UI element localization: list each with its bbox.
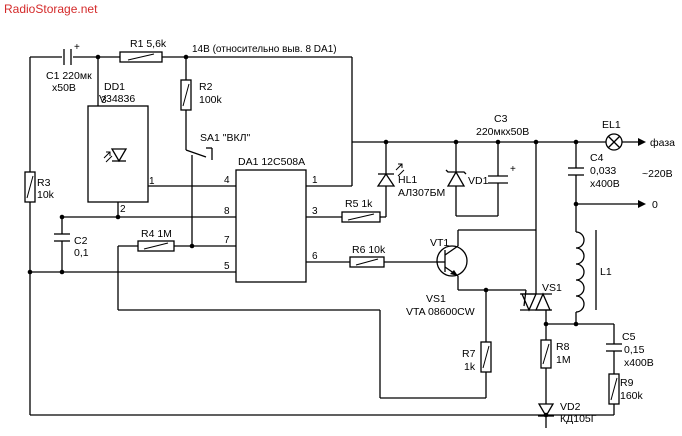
resistor-r8	[540, 321, 614, 404]
resistor-r7	[480, 290, 492, 398]
c4-value2: х400В	[590, 178, 620, 190]
dd1-pin1: 1	[149, 176, 155, 187]
da1-pin8: 8	[224, 206, 230, 217]
el1-label: EL1	[602, 119, 621, 131]
da1-right-wiring	[306, 141, 576, 263]
dd1-pin3: 3	[101, 95, 107, 106]
r7-value: 1k	[464, 361, 476, 373]
capacitor-c3	[488, 139, 508, 216]
r8-label: R8	[556, 341, 570, 353]
l1-label: L1	[600, 266, 612, 278]
triac-vs1	[520, 139, 552, 340]
r9-value: 160k	[620, 390, 644, 402]
vd2-type: КД105Г	[560, 413, 597, 425]
r5-label: R5 1k	[345, 198, 373, 210]
da1-pin4: 4	[224, 175, 230, 186]
ic-dd1	[87, 105, 149, 203]
c1-label: C1 220мк	[46, 70, 92, 82]
r3-label: R3	[37, 177, 51, 189]
dd1-type: V34836	[99, 93, 135, 105]
dd1-label: DD1	[104, 81, 125, 93]
r9-label: R9	[620, 377, 634, 389]
c2-label: C2	[74, 235, 88, 247]
dd1-wiring	[59, 54, 236, 234]
resistor-r4	[117, 240, 486, 399]
lamp-el1	[576, 133, 646, 151]
c4-value1: 0,033	[590, 165, 616, 177]
mains-voltage: ~220В	[642, 168, 673, 180]
diode-vd2	[537, 403, 555, 428]
da1-pin5: 5	[224, 261, 230, 272]
watermark: RadioStorage.net	[4, 2, 98, 16]
r4-label: R4 1M	[141, 228, 172, 240]
top-supply-rail	[29, 54, 546, 416]
resistor-r5	[341, 211, 381, 223]
r7-label: R7	[462, 348, 476, 360]
resistor-r6	[349, 256, 385, 268]
c5-label: C5	[622, 331, 636, 343]
r6-label: R6 10k	[352, 244, 386, 256]
da1-pin3: 3	[312, 206, 318, 217]
c3-label: C3	[494, 113, 508, 125]
c3-polarity: +	[510, 164, 516, 175]
mains-neutral: 0	[652, 199, 658, 211]
c3-value: 220мкх50В	[476, 126, 529, 138]
resistor-r1	[119, 51, 163, 63]
mains-phase: фаза	[650, 137, 675, 149]
r3-value: 10k	[37, 189, 55, 201]
r2-value: 100k	[199, 94, 223, 106]
da1-pin7: 7	[224, 235, 230, 246]
switch-sa1	[185, 128, 213, 246]
c4-label: C4	[590, 152, 604, 164]
c5-value2: х400В	[624, 357, 654, 369]
c5-value1: 0,15	[624, 344, 645, 356]
ic-da1	[235, 169, 307, 283]
led-hl1	[376, 139, 405, 187]
vt1-label: VT1	[430, 237, 449, 249]
r8-value: 1M	[556, 354, 571, 366]
sa1-label: SA1 "ВКЛ"	[200, 132, 251, 144]
resistor-r9	[546, 373, 620, 416]
vd1-label: VD1	[468, 175, 489, 187]
supply-note: 14В (относительно выв. 8 DA1)	[192, 44, 337, 55]
c1-value: х50В	[52, 82, 76, 94]
zener-vd1	[445, 139, 498, 217]
da1-pin6: 6	[312, 251, 318, 262]
da1-label: DA1 12C508A	[238, 156, 305, 168]
inductor-l1	[573, 204, 597, 327]
capacitor-c2	[27, 233, 236, 275]
capacitor-c1	[63, 49, 72, 65]
dd1-pin2: 2	[120, 204, 126, 215]
da1-pin1: 1	[312, 175, 318, 186]
c1-polarity: +	[74, 42, 80, 53]
vd2-label: VD2	[560, 401, 581, 413]
capacitor-c5	[606, 324, 622, 374]
r2-label: R2	[199, 81, 213, 93]
r1-label: R1 5,6k	[130, 38, 167, 50]
vs1-top-label: VS1	[542, 282, 562, 294]
hl1-label: HL1	[398, 174, 417, 186]
vs1-label: VS1	[426, 293, 446, 305]
hl1-type: АЛ307БМ	[398, 187, 445, 199]
resistor-r3	[24, 171, 36, 203]
resistor-r2	[180, 57, 192, 128]
c2-value: 0,1	[74, 247, 89, 259]
transistor-vt1	[436, 229, 536, 293]
vs1-type: VTA 08600CW	[406, 306, 475, 318]
